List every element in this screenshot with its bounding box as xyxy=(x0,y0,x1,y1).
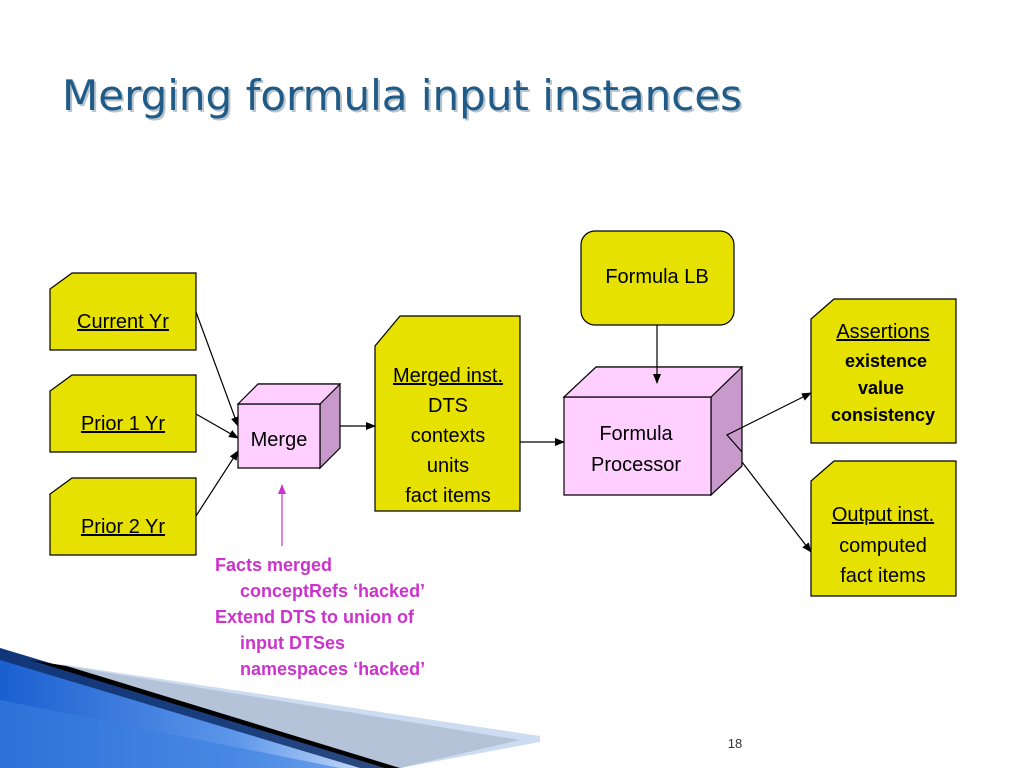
assertions-heading: Assertions xyxy=(836,321,929,343)
arrow-processor-to-assertions xyxy=(726,392,812,453)
doc-current-yr-label: Current Yr xyxy=(77,311,169,333)
merged-inst-line: units xyxy=(427,455,469,477)
assertions-line: consistency xyxy=(831,405,935,425)
merged-inst-line: DTS xyxy=(428,395,468,417)
merged-inst-heading: Merged inst. xyxy=(393,365,503,387)
cube-formula-processor: Formula Processor xyxy=(562,366,744,497)
page-title-shadow: Merging formula input instances xyxy=(64,73,744,122)
doc-merged-inst: Merged inst. DTS contexts units fact ite… xyxy=(374,315,521,512)
doc-prior-1-yr: Prior 1 Yr xyxy=(49,374,197,453)
doc-current-yr: Current Yr xyxy=(49,272,197,351)
cube-merge: Merge xyxy=(236,383,342,470)
page-number: 18 xyxy=(728,736,742,751)
formula-lb-label: Formula LB xyxy=(605,266,708,288)
cube-merge-label: Merge xyxy=(251,429,308,451)
formula-lb-box: Formula LB xyxy=(580,230,735,326)
doc-prior-1-yr-label: Prior 1 Yr xyxy=(81,413,165,435)
assertions-line: value xyxy=(858,378,904,398)
note-line: conceptRefs ‘hacked’ xyxy=(240,581,425,601)
note-line: Extend DTS to union of xyxy=(215,607,415,627)
doc-output-inst: Output inst. computed fact items xyxy=(810,460,957,597)
assertions-line: existence xyxy=(845,351,927,371)
merged-inst-line: contexts xyxy=(411,425,485,447)
doc-prior-2-yr: Prior 2 Yr xyxy=(49,477,197,556)
decorative-banner xyxy=(0,648,540,768)
page-title: Merging formula input instances xyxy=(62,71,742,120)
formula-processor-label: Processor xyxy=(591,454,681,476)
doc-assertions: Assertions existence value consistency xyxy=(810,298,957,444)
arrow-current-to-merge xyxy=(195,311,239,427)
arrow-prior2-to-merge xyxy=(195,450,239,517)
output-inst-heading: Output inst. xyxy=(832,504,934,526)
output-inst-line: fact items xyxy=(840,565,926,587)
note-line: input DTSes xyxy=(240,633,345,653)
note-line: Facts merged xyxy=(215,555,332,575)
formula-processor-label: Formula xyxy=(599,423,673,445)
merged-inst-line: fact items xyxy=(405,485,491,507)
doc-prior-2-yr-label: Prior 2 Yr xyxy=(81,516,165,538)
note-line: namespaces ‘hacked’ xyxy=(240,659,425,679)
arrow-prior1-to-merge xyxy=(195,413,239,439)
arrow-processor-to-output xyxy=(741,461,812,553)
output-inst-line: computed xyxy=(839,535,927,557)
